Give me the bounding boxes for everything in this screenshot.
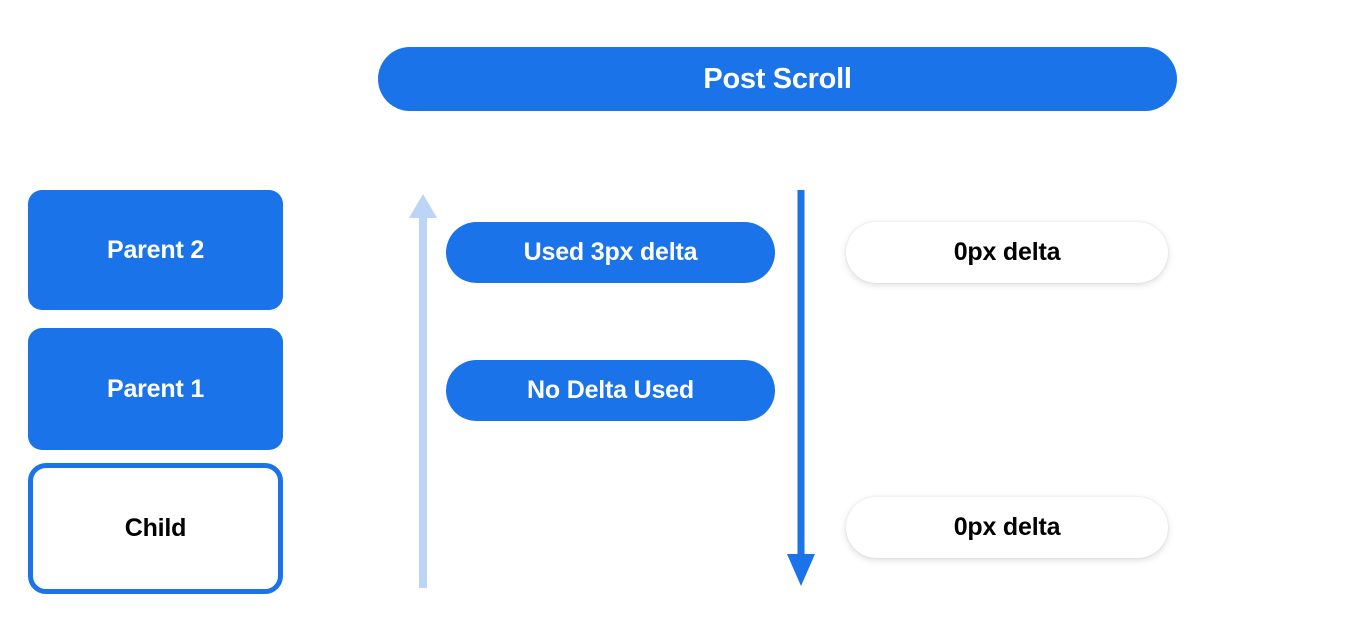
post-scroll-header: Post Scroll [378,47,1177,111]
down-arrow-icon [787,190,815,586]
node-parent-2-label: Parent 2 [106,235,205,264]
pill-used-delta[interactable]: Used 3px delta [446,222,775,283]
pill-used-delta-label: Used 3px delta [523,238,698,266]
node-parent-1-label: Parent 1 [106,374,205,403]
pill-no-delta-used[interactable]: No Delta Used [446,360,775,421]
node-child[interactable]: Child [28,463,283,594]
up-arrow-icon [409,194,437,588]
pill-remaining-delta-bottom-label: 0px delta [953,513,1061,541]
pill-remaining-delta-top-label: 0px delta [953,238,1061,266]
pill-remaining-delta-bottom[interactable]: 0px delta [846,497,1168,558]
node-parent-2[interactable]: Parent 2 [28,190,283,310]
header-title: Post Scroll [703,62,852,95]
node-child-label: Child [124,514,187,542]
node-parent-1[interactable]: Parent 1 [28,328,283,450]
pill-remaining-delta-top[interactable]: 0px delta [846,222,1168,283]
pill-no-delta-used-label: No Delta Used [527,376,694,404]
